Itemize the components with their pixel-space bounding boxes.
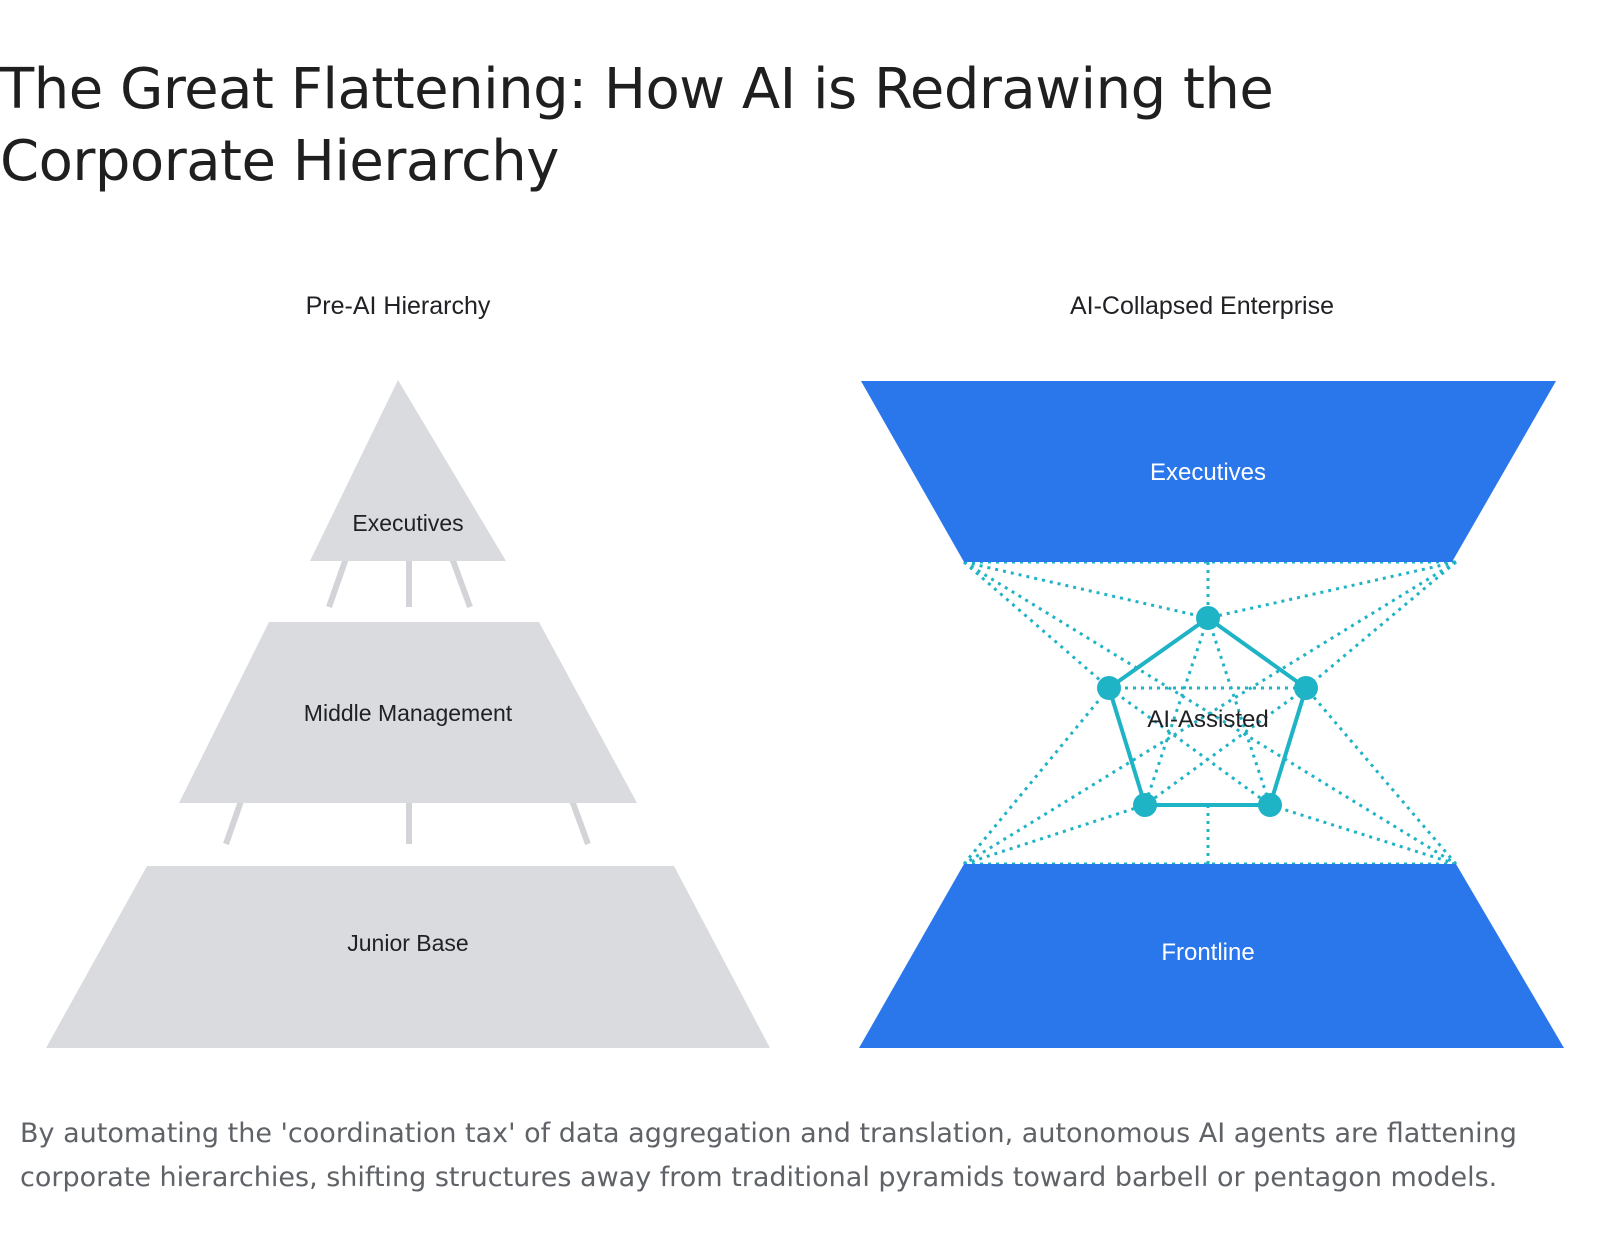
ai-node (1258, 793, 1282, 817)
junior-base-tier-label: Junior Base (347, 930, 468, 956)
middle-management-tier-label: Middle Management (304, 700, 513, 726)
frontline-block (859, 864, 1564, 1048)
frontline-block-label: Frontline (1161, 939, 1254, 966)
ai-node (1097, 676, 1121, 700)
pre-ai-hierarchy-diagram: Pre-AI Hierarchy Executives Middle Manag… (46, 292, 770, 1048)
ai-node (1196, 606, 1220, 630)
junior-base-tier (46, 866, 770, 1048)
ai-node (1133, 793, 1157, 817)
ai-assisted-pentagon (1106, 615, 1309, 807)
ai-network-nodes (1097, 606, 1318, 817)
executives-tier-label: Executives (352, 510, 463, 536)
executives-block-label: Executives (1150, 459, 1266, 486)
pre-ai-heading: Pre-AI Hierarchy (306, 292, 491, 320)
executives-tier (310, 380, 506, 561)
ai-collapsed-enterprise-diagram: AI-Collapsed Enterprise (859, 292, 1564, 1048)
page-title: The Great Flattening: How AI is Redrawin… (0, 57, 1274, 194)
figure-caption: By automating the 'coordination tax' of … (20, 1118, 1517, 1193)
ai-node (1294, 676, 1318, 700)
executives-block (861, 381, 1556, 562)
ai-assisted-label: AI-Assisted (1147, 706, 1268, 733)
ai-collapsed-heading: AI-Collapsed Enterprise (1070, 292, 1334, 320)
hierarchy-comparison-figure: Pre-AI Hierarchy Executives Middle Manag… (0, 230, 1600, 1090)
middle-management-tier (179, 622, 637, 803)
